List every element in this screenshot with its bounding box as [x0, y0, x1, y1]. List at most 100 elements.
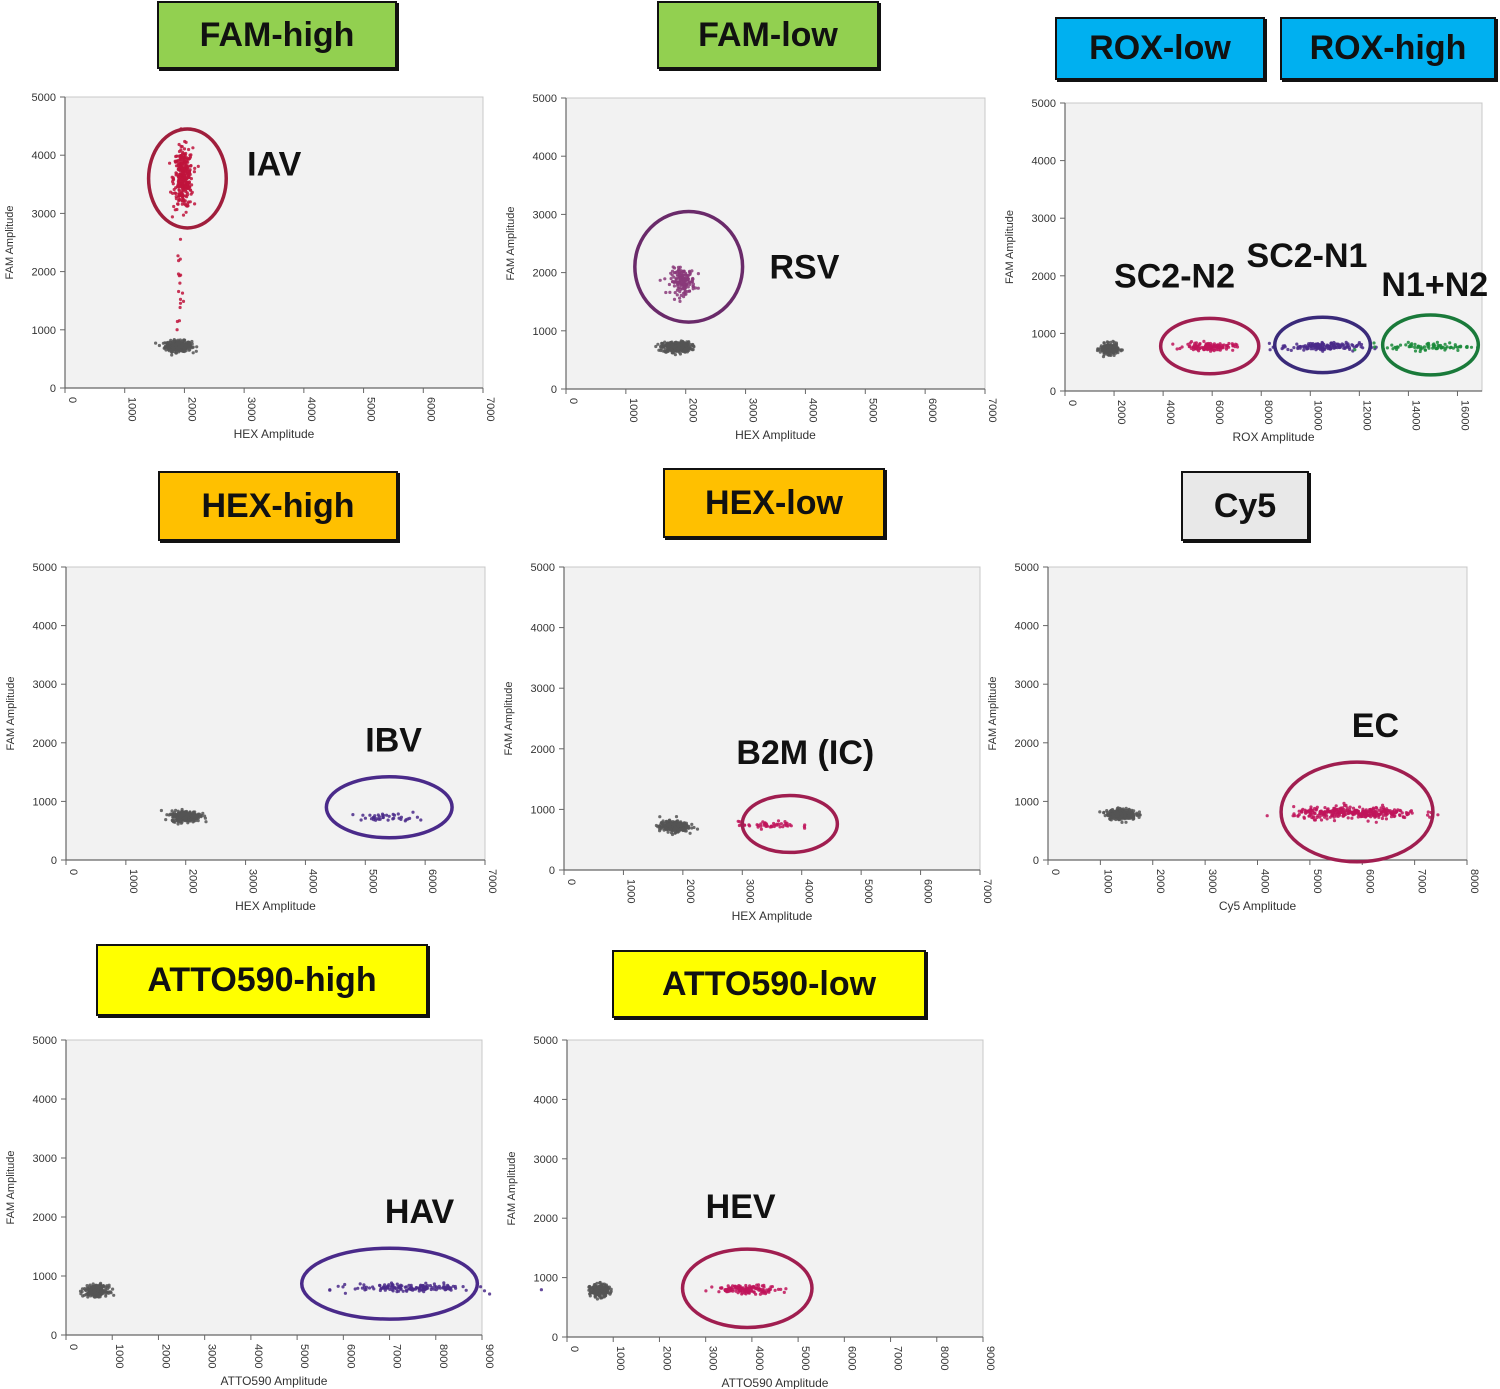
droplet-point: [177, 188, 181, 193]
droplet-point: [1419, 347, 1423, 351]
cluster-outline: [633, 209, 745, 324]
droplet-point: [688, 282, 692, 286]
y-tick-label: 0: [51, 1330, 57, 1342]
droplet-point: [1302, 345, 1306, 349]
droplet-point: [776, 1287, 781, 1291]
droplet-point: [461, 1285, 465, 1289]
droplet-point: [692, 825, 696, 830]
droplet-point: [770, 825, 774, 829]
droplet-point: [181, 213, 186, 217]
droplet-point: [601, 1282, 605, 1286]
droplet-point: [392, 813, 397, 817]
droplet-point: [1227, 345, 1231, 349]
droplet-point: [1323, 806, 1327, 810]
droplet-point: [1321, 346, 1325, 350]
x-tick-label: 5000: [866, 398, 878, 422]
droplet-point: [1431, 343, 1435, 347]
droplet-point: [1361, 807, 1365, 811]
droplet-point: [1292, 346, 1296, 350]
droplet-point: [659, 822, 663, 827]
droplet-point: [1120, 348, 1124, 352]
droplet-point: [1281, 344, 1285, 348]
droplet-point: [593, 1283, 597, 1287]
droplet-point: [96, 1288, 100, 1292]
droplet-point: [178, 183, 182, 187]
droplet-point: [678, 821, 682, 825]
droplet-point: [359, 818, 363, 822]
droplet-point: [755, 1283, 759, 1287]
y-tick-label: 2000: [533, 268, 557, 280]
droplet-point: [179, 144, 183, 148]
droplet-point: [1316, 342, 1320, 346]
droplet-point: [763, 822, 767, 826]
droplet-point: [172, 339, 176, 343]
droplet-point: [759, 827, 764, 831]
droplet-point: [193, 810, 197, 814]
x-tick-label: 6000: [1363, 869, 1375, 893]
y-axis-label: FAM Amplitude: [987, 677, 999, 751]
y-tick-label: 5000: [533, 93, 557, 105]
droplet-point: [182, 178, 186, 183]
cluster-negative: [1098, 806, 1142, 825]
droplet-point: [170, 353, 174, 357]
droplet-point: [679, 293, 683, 297]
droplet-point: [664, 827, 668, 831]
droplet-point: [1352, 345, 1356, 349]
droplet-point: [415, 815, 419, 819]
droplet-point: [1302, 816, 1306, 820]
droplet-point: [696, 272, 701, 276]
droplet-point: [173, 813, 177, 817]
droplet-point: [189, 177, 193, 181]
droplet-point: [1116, 806, 1120, 810]
droplet-point: [656, 825, 660, 829]
droplet-point: [409, 1286, 413, 1290]
droplet-point: [1409, 809, 1413, 813]
droplet-point: [593, 1285, 597, 1289]
droplet-point: [1314, 342, 1318, 347]
droplet-point: [403, 819, 407, 823]
droplet-point: [171, 347, 175, 351]
droplet-point: [1313, 811, 1317, 816]
droplet-point: [464, 1288, 468, 1292]
droplet-point: [595, 1290, 599, 1294]
droplet-point: [1188, 344, 1192, 348]
droplet-point: [674, 826, 678, 831]
droplet-point: [404, 1285, 408, 1289]
droplet-point: [184, 140, 188, 144]
y-tick-label: 5000: [531, 562, 555, 574]
droplet-point: [695, 827, 700, 831]
droplet-point: [673, 291, 677, 295]
x-tick-label: 2000: [185, 397, 197, 421]
droplet-point: [1321, 342, 1325, 346]
droplet-point: [1363, 814, 1367, 819]
droplet-point: [778, 825, 782, 829]
target-annotation: N1+N2: [1381, 266, 1488, 304]
x-tick-label: 6000: [426, 869, 438, 893]
cluster-iav-rain: [175, 254, 186, 332]
y-tick-label: 0: [1033, 855, 1039, 867]
droplet-point: [479, 1285, 483, 1289]
y-tick-label: 1000: [533, 326, 557, 338]
droplet-point: [204, 820, 208, 824]
droplet-point: [1416, 344, 1421, 348]
droplet-point: [1310, 815, 1314, 820]
y-tick-label: 0: [549, 865, 555, 877]
y-axis-label: FAM Amplitude: [1004, 210, 1016, 284]
droplet-point: [173, 820, 177, 824]
droplet-point: [672, 284, 677, 288]
droplet-point: [1422, 345, 1427, 349]
droplet-point: [1406, 340, 1410, 344]
y-tick-label: 3000: [534, 1154, 558, 1166]
droplet-point: [103, 1289, 107, 1293]
droplet-point: [375, 817, 379, 821]
droplet-point: [1108, 345, 1112, 350]
y-tick-label: 3000: [32, 208, 56, 220]
droplet-point: [193, 166, 197, 170]
droplet-point: [1342, 811, 1346, 816]
droplet-point: [733, 1284, 737, 1288]
droplet-point: [192, 170, 196, 174]
droplet-point: [1210, 348, 1214, 352]
droplet-point: [1358, 805, 1362, 809]
droplet-point: [190, 815, 194, 819]
